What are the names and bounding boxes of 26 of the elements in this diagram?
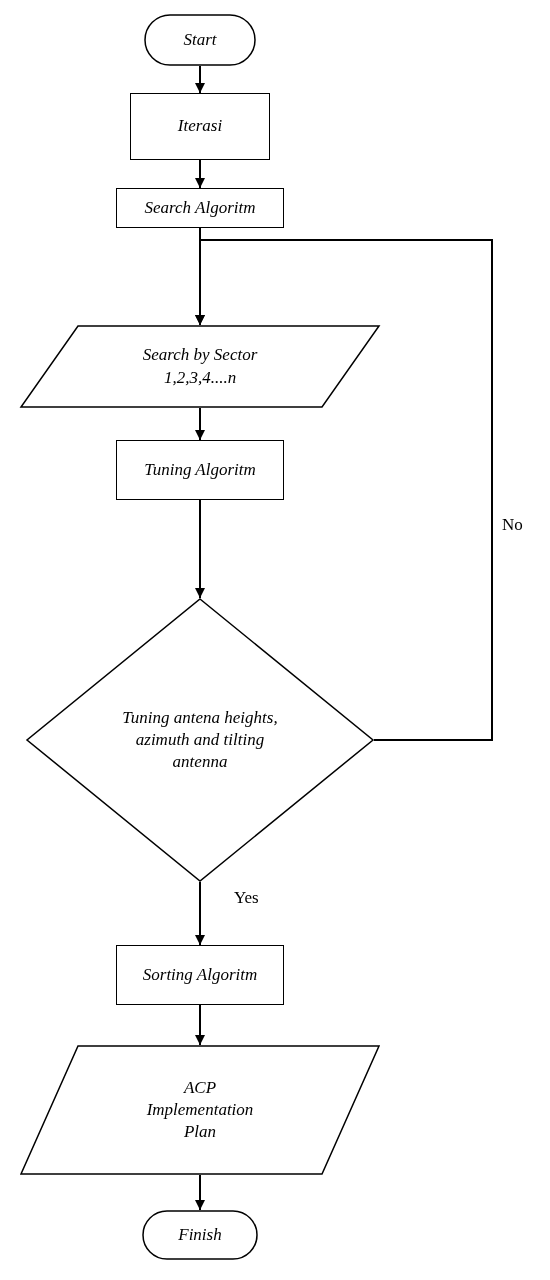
node-label: ACP Implementation Plan — [145, 1076, 255, 1144]
node-label: Tuning antena heights, azimuth and tilting antenna — [121, 706, 279, 774]
terminal-shape — [144, 14, 256, 66]
arrow — [195, 159, 205, 189]
process-box — [116, 440, 284, 500]
data-parallelogram — [20, 325, 380, 408]
process-box — [130, 93, 270, 160]
process-box — [116, 188, 284, 228]
arrow — [195, 407, 205, 441]
decision-diamond — [26, 598, 374, 882]
arrow — [195, 1004, 205, 1046]
node-label: Tuning Algoritm — [143, 458, 257, 481]
node-label: Finish — [177, 1223, 223, 1246]
arrow — [195, 1174, 205, 1211]
node-label: Search by Sector 1,2,3,4....n — [141, 344, 259, 389]
node-label: Search Algoritm — [143, 196, 257, 219]
arrow — [195, 65, 205, 94]
arrow — [195, 239, 493, 741]
node-label: Sorting Algoritm — [141, 963, 259, 986]
process-box — [116, 945, 284, 1005]
node-label: Start — [182, 28, 218, 51]
arrow — [195, 881, 205, 946]
data-parallelogram — [20, 1045, 380, 1175]
arrow — [195, 499, 205, 599]
terminal-shape — [142, 1210, 258, 1260]
node-label: Iterasi — [176, 115, 224, 138]
